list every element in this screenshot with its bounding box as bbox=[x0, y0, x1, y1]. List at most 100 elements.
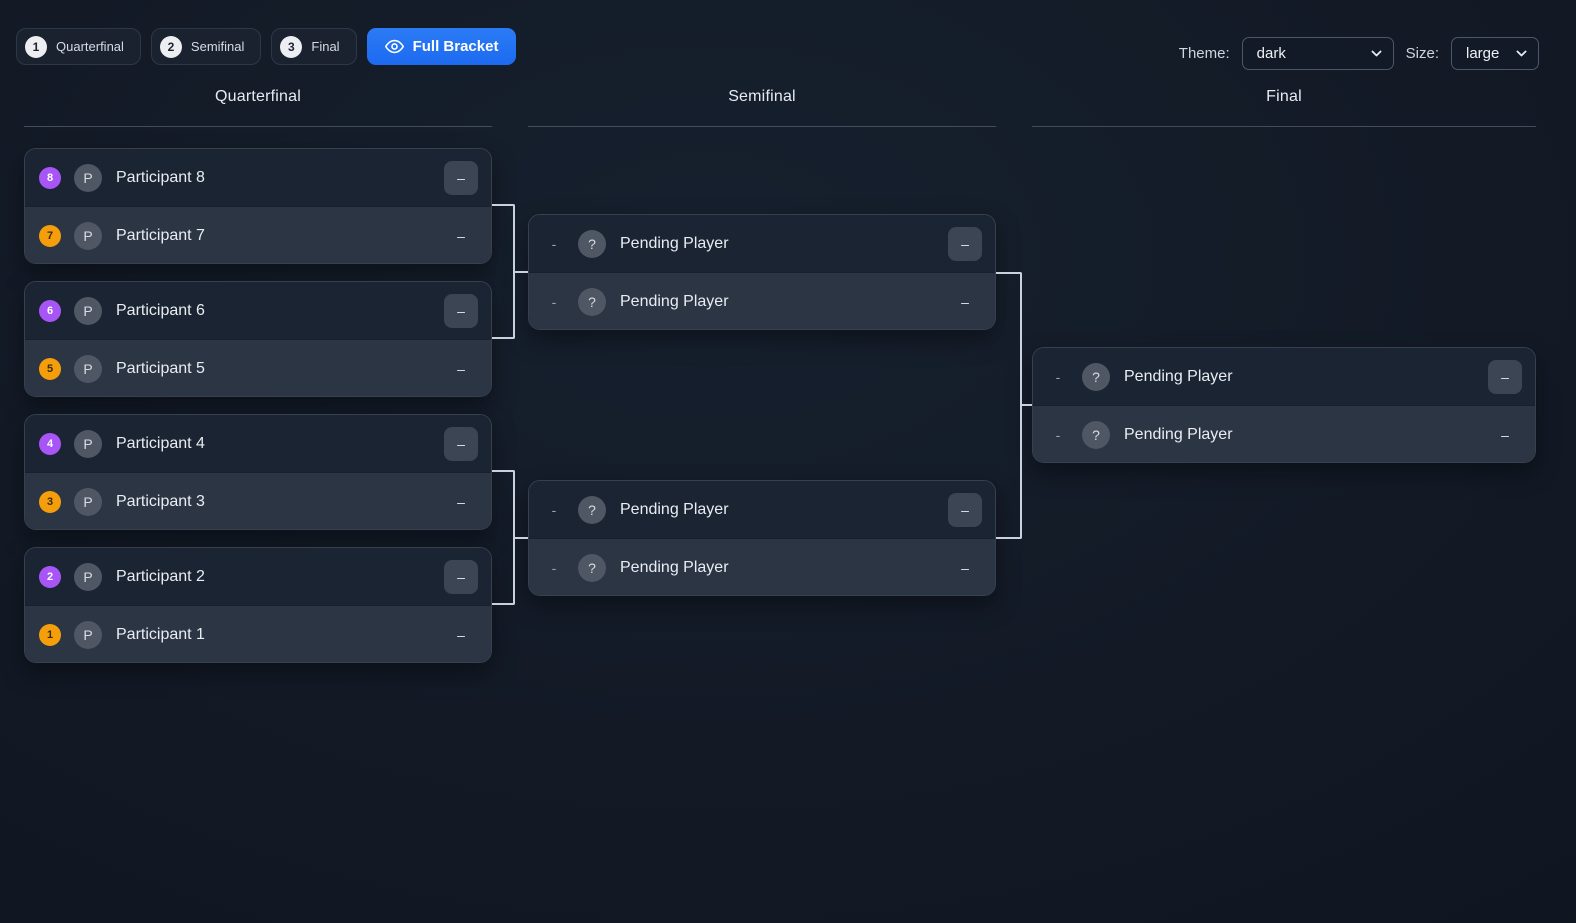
score-box[interactable]: – bbox=[948, 492, 982, 527]
avatar: P bbox=[74, 487, 102, 516]
participant-name: Pending Player bbox=[1124, 425, 1233, 443]
round-title: Semifinal bbox=[728, 88, 796, 105]
pending-avatar: ? bbox=[578, 287, 606, 316]
connector-line bbox=[492, 204, 515, 339]
score-box[interactable]: – bbox=[444, 160, 478, 195]
participant-name: Pending Player bbox=[620, 234, 729, 252]
step-quarterfinal-button[interactable]: 1 Quarterfinal bbox=[16, 28, 141, 65]
participant-row[interactable]: 5 P Participant 5 – bbox=[25, 339, 491, 396]
score-value: – bbox=[961, 559, 969, 576]
step-label: Semifinal bbox=[190, 39, 245, 54]
seed-badge: 8 bbox=[39, 166, 61, 189]
participant-name: Participant 8 bbox=[116, 168, 205, 186]
score-value: – bbox=[457, 493, 465, 510]
score-box[interactable]: – bbox=[948, 226, 982, 261]
participant-row[interactable]: - ? Pending Player – bbox=[1033, 348, 1535, 405]
seed-placeholder: - bbox=[551, 235, 557, 252]
participant-row[interactable]: - ? Pending Player – bbox=[529, 538, 995, 595]
round-header-quarterfinal: Quarterfinal bbox=[24, 88, 492, 127]
participant-name: Pending Player bbox=[620, 292, 729, 310]
participant-row[interactable]: 8 P Participant 8 – bbox=[25, 149, 491, 206]
match-card-final: - ? Pending Player – - ? Pending Player … bbox=[1032, 347, 1536, 463]
participant-row[interactable]: 1 P Participant 1 – bbox=[25, 605, 491, 662]
size-select[interactable]: large bbox=[1451, 37, 1539, 70]
eye-icon bbox=[384, 37, 404, 56]
round-title: Quarterfinal bbox=[215, 88, 301, 105]
participant-row[interactable]: - ? Pending Player – bbox=[529, 272, 995, 329]
step-semifinal-button[interactable]: 2 Semifinal bbox=[150, 28, 262, 65]
round-title: Final bbox=[1266, 88, 1302, 105]
participant-name: Pending Player bbox=[1124, 367, 1233, 385]
match-card-qf1: 8 P Participant 8 – 7 P Participant 7 – bbox=[24, 148, 492, 264]
size-select-wrap: large bbox=[1451, 37, 1539, 70]
connector-line bbox=[514, 271, 528, 273]
participant-name: Participant 1 bbox=[116, 625, 205, 643]
participant-row[interactable]: 7 P Participant 7 – bbox=[25, 206, 491, 263]
score-value: – bbox=[961, 293, 969, 310]
seed-badge: 3 bbox=[39, 490, 61, 513]
participant-name: Pending Player bbox=[620, 500, 729, 518]
step-number-badge: 1 bbox=[25, 35, 47, 58]
participant-row[interactable]: - ? Pending Player – bbox=[529, 481, 995, 538]
score-box[interactable]: – bbox=[444, 559, 478, 594]
connector-line bbox=[996, 272, 1022, 539]
seed-placeholder: - bbox=[551, 559, 557, 576]
participant-name: Participant 2 bbox=[116, 567, 205, 585]
score-box[interactable]: – bbox=[1488, 359, 1522, 394]
participant-row[interactable]: 2 P Participant 2 – bbox=[25, 548, 491, 605]
participant-name: Pending Player bbox=[620, 558, 729, 576]
participant-row[interactable]: 6 P Participant 6 – bbox=[25, 282, 491, 339]
pending-avatar: ? bbox=[1082, 362, 1110, 391]
step-number-badge: 2 bbox=[159, 35, 182, 58]
avatar: P bbox=[74, 620, 102, 649]
step-number-badge: 3 bbox=[280, 35, 303, 58]
match-card-qf4: 2 P Participant 2 – 1 P Participant 1 – bbox=[24, 547, 492, 663]
avatar: P bbox=[74, 296, 102, 325]
participant-name: Participant 6 bbox=[116, 301, 205, 319]
theme-select[interactable]: dark bbox=[1241, 37, 1394, 70]
seed-badge: 2 bbox=[39, 565, 61, 588]
seed-badge: 4 bbox=[39, 432, 61, 455]
size-label: Size: bbox=[1405, 45, 1439, 62]
avatar: P bbox=[74, 354, 102, 383]
score-value: – bbox=[457, 626, 465, 643]
seed-badge: 5 bbox=[39, 357, 61, 380]
score-value: – bbox=[457, 360, 465, 377]
participant-row[interactable]: 4 P Participant 4 – bbox=[25, 415, 491, 472]
participant-row[interactable]: 3 P Participant 3 – bbox=[25, 472, 491, 529]
full-bracket-label: Full Bracket bbox=[412, 38, 499, 55]
step-label: Final bbox=[311, 39, 340, 54]
participant-name: Participant 3 bbox=[116, 492, 205, 510]
seed-badge: 1 bbox=[39, 623, 61, 646]
step-label: Quarterfinal bbox=[56, 39, 124, 54]
round-step-buttons: 1 Quarterfinal 2 Semifinal 3 Final Full … bbox=[16, 28, 517, 65]
score-value: – bbox=[1501, 426, 1509, 443]
match-card-qf2: 6 P Participant 6 – 5 P Participant 5 – bbox=[24, 281, 492, 397]
pending-avatar: ? bbox=[1082, 420, 1110, 449]
avatar: P bbox=[74, 221, 102, 250]
seed-placeholder: - bbox=[551, 501, 557, 518]
score-box[interactable]: – bbox=[444, 426, 478, 461]
seed-placeholder: - bbox=[1055, 368, 1061, 385]
score-box[interactable]: – bbox=[444, 293, 478, 328]
participant-row[interactable]: - ? Pending Player – bbox=[1033, 405, 1535, 462]
avatar: P bbox=[74, 429, 102, 458]
round-header-semifinal: Semifinal bbox=[528, 88, 996, 127]
step-final-button[interactable]: 3 Final bbox=[271, 28, 357, 65]
avatar: P bbox=[74, 562, 102, 591]
avatar: P bbox=[74, 163, 102, 192]
seed-badge: 7 bbox=[39, 224, 61, 247]
participant-row[interactable]: - ? Pending Player – bbox=[529, 215, 995, 272]
participant-name: Participant 7 bbox=[116, 226, 205, 244]
match-card-sf1: - ? Pending Player – - ? Pending Player … bbox=[528, 214, 996, 330]
full-bracket-button[interactable]: Full Bracket bbox=[366, 28, 517, 65]
seed-placeholder: - bbox=[551, 293, 557, 310]
toolbar: 1 Quarterfinal 2 Semifinal 3 Final Full … bbox=[0, 0, 1576, 80]
participant-name: Participant 5 bbox=[116, 359, 205, 377]
theme-label: Theme: bbox=[1178, 45, 1230, 62]
pending-avatar: ? bbox=[578, 229, 606, 258]
connector-line bbox=[514, 537, 528, 539]
seed-badge: 6 bbox=[39, 299, 61, 322]
match-card-qf3: 4 P Participant 4 – 3 P Participant 3 – bbox=[24, 414, 492, 530]
